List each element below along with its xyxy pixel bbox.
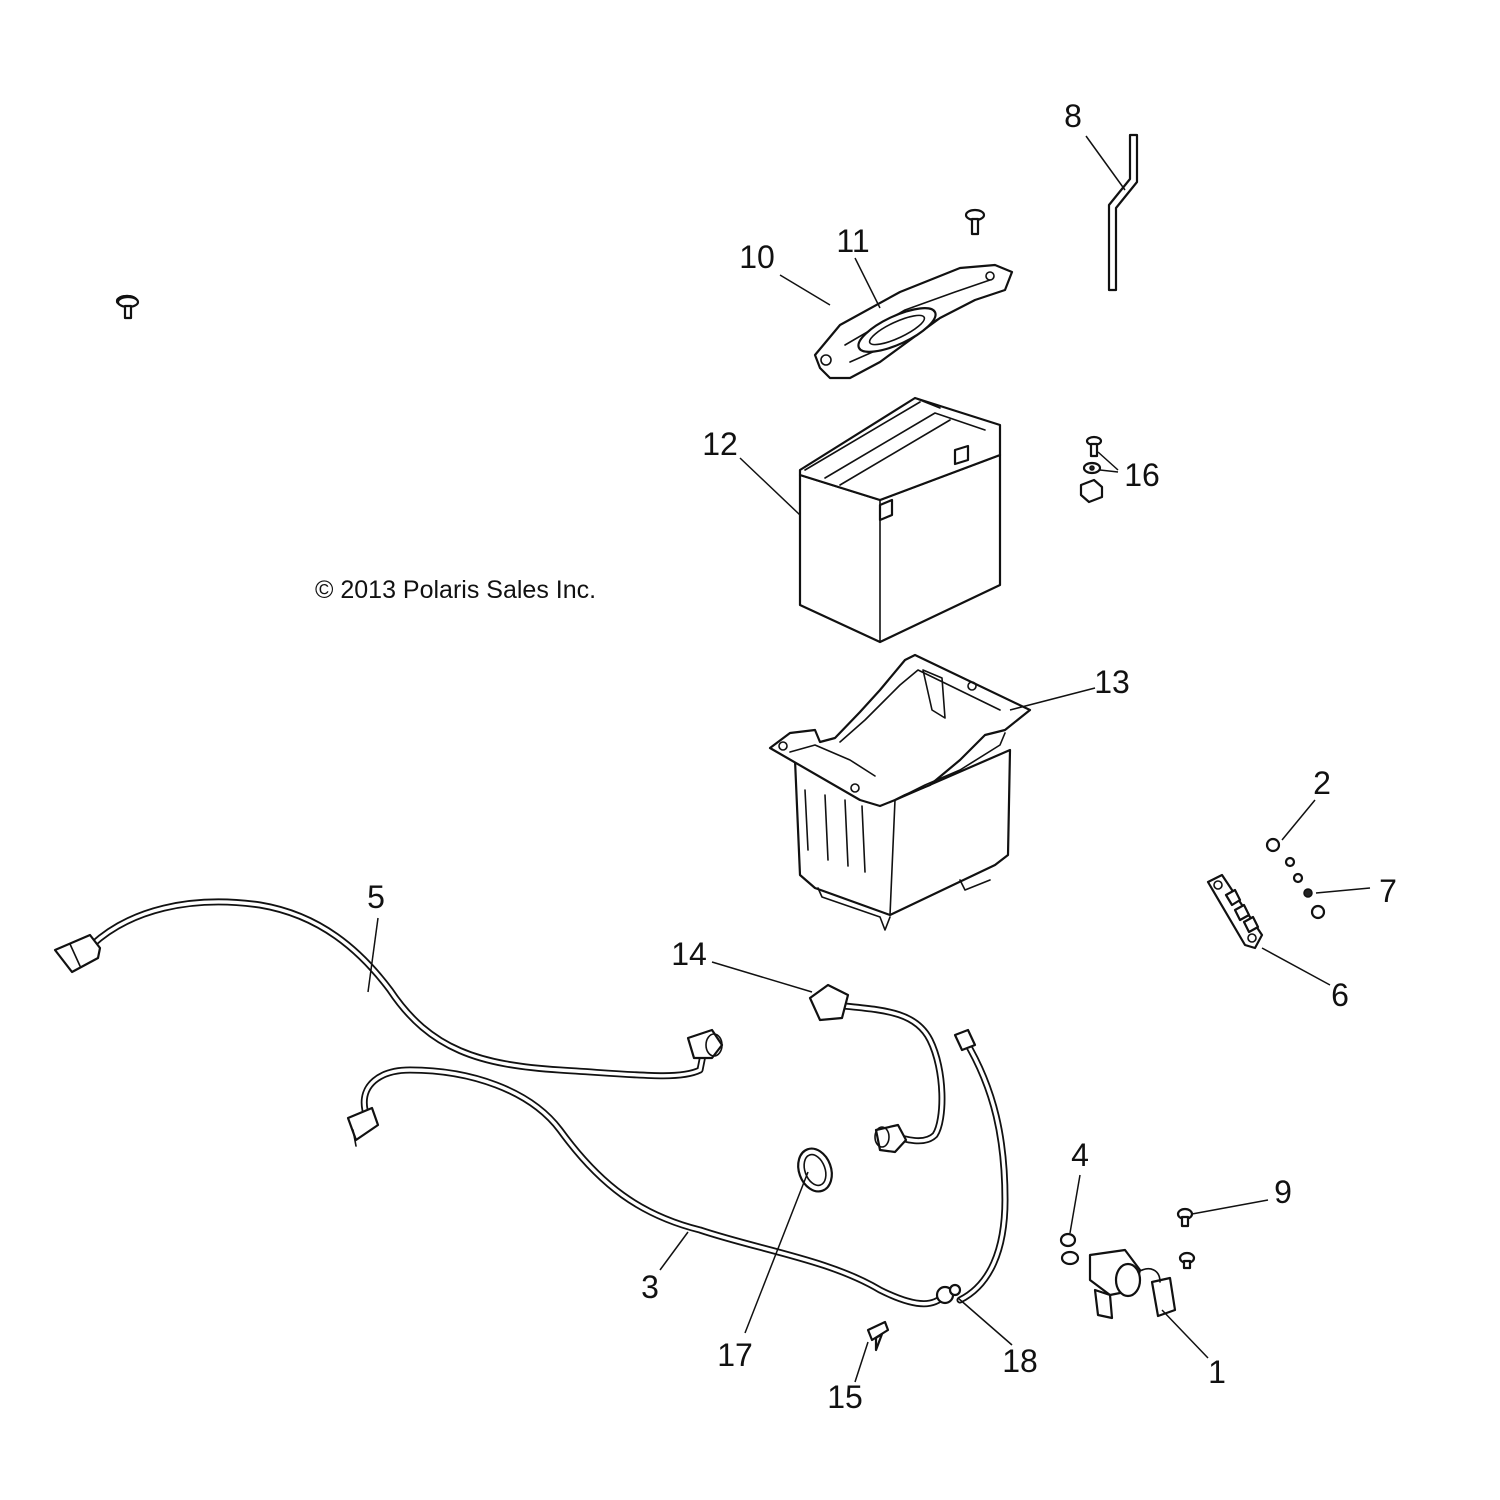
bolt-10 xyxy=(116,295,140,320)
switch-nuts xyxy=(1059,1232,1080,1266)
callout-18: 18 xyxy=(1002,1343,1038,1379)
cable-3 xyxy=(346,1066,962,1308)
callout-6: 6 xyxy=(1331,977,1349,1013)
callout-1: 1 xyxy=(1208,1354,1226,1390)
callout-10: 10 xyxy=(739,239,775,275)
cable-14 xyxy=(808,983,946,1154)
copyright-notice: © 2013 Polaris Sales Inc. xyxy=(315,576,596,604)
callout-4: 4 xyxy=(1071,1137,1089,1173)
callout-15: 15 xyxy=(827,1379,863,1415)
callout-11: 11 xyxy=(836,223,869,259)
callout-17: 17 xyxy=(717,1337,753,1373)
callout-14: 14 xyxy=(671,936,707,972)
push-rivet xyxy=(866,1320,890,1352)
vent-tube xyxy=(1107,133,1139,292)
callout-2: 2 xyxy=(1313,765,1331,801)
callout-8: 8 xyxy=(1064,98,1082,134)
leader-lines xyxy=(367,135,1371,1383)
mounting-screw xyxy=(1176,1207,1196,1270)
battery xyxy=(798,396,1002,644)
callout-13: 13 xyxy=(1094,664,1130,700)
callout-3: 3 xyxy=(641,1269,659,1305)
bolt-top xyxy=(964,208,986,236)
battery-hold-down xyxy=(813,263,1014,380)
terminal-block xyxy=(1206,873,1264,950)
battery-box xyxy=(768,653,1032,931)
callout-9: 9 xyxy=(1274,1174,1292,1210)
callout-7: 7 xyxy=(1379,873,1397,909)
callout-12: 12 xyxy=(702,426,738,462)
callout-5: 5 xyxy=(367,879,385,915)
cable-clamp xyxy=(797,1147,833,1193)
terminal-hardware xyxy=(1079,435,1104,504)
cable-18 xyxy=(953,1028,1009,1304)
terminal-nuts xyxy=(1265,837,1326,920)
callout-16: 16 xyxy=(1124,457,1160,493)
cable-5 xyxy=(53,898,724,1080)
switch-assembly xyxy=(1088,1248,1177,1320)
